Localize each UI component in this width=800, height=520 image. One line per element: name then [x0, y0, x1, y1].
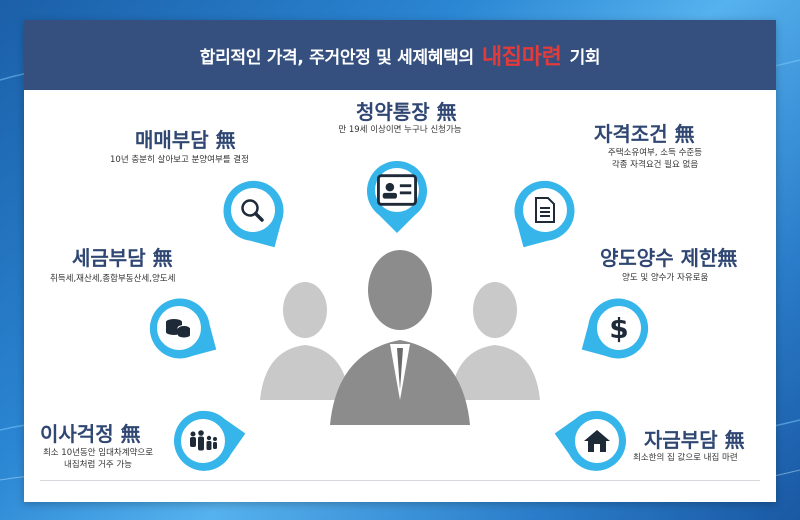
search-icon — [232, 190, 272, 230]
id-card-icon — [377, 170, 417, 210]
pin-transfer — [558, 267, 681, 390]
label-subscription: 청약통장 無 — [356, 100, 457, 124]
title-suffix: 기회 — [569, 47, 601, 68]
coins-icon — [158, 308, 198, 348]
desc-moving-2: 내집처럼 거주 가능 — [64, 460, 132, 470]
family-icon — [183, 421, 223, 461]
desc-qualification-1: 주택소유여부, 소득 수준등 — [607, 148, 703, 158]
label-tax: 세금부담 無 — [72, 246, 173, 270]
desc-funding: 최소한의 집 값으로 내집 마련 — [633, 453, 738, 463]
dollar-icon: $ — [609, 311, 629, 345]
label-funding: 자금부담 無 — [644, 428, 745, 452]
label-moving: 이사걱정 無 — [40, 422, 141, 446]
page-title: 합리적인 가격, 주거안정 및 세제혜택의 내집마련 기회 — [24, 20, 776, 90]
label-transfer: 양도양수 제한無 — [600, 246, 738, 270]
house-icon — [577, 421, 617, 461]
desc-transfer: 양도 및 양수가 자유로움 — [622, 273, 709, 283]
pin-subscription — [352, 145, 442, 235]
desc-subscription: 만 19세 이상이면 누구나 신청가능 — [338, 125, 462, 135]
desc-qualification-2: 각종 자격요건 필요 없음 — [611, 160, 699, 170]
pin-qualification — [484, 149, 607, 272]
title-highlight: 내집마련 — [481, 45, 562, 70]
desc-trade: 10년 충분히 살아보고 분양여부를 결정 — [110, 155, 249, 165]
label-qualification: 자격조건 無 — [594, 122, 695, 146]
document-icon — [525, 190, 565, 230]
people-illustration — [260, 250, 540, 425]
desc-moving-1: 최소 10년동안 임대차계약으로 — [42, 448, 154, 458]
label-trade: 매매부담 無 — [135, 128, 236, 152]
title-text: 합리적인 가격, 주거안정 및 세제혜택의 — [199, 47, 474, 68]
bottom-divider — [40, 480, 760, 481]
desc-tax: 취득세,재산세,종합부동산세,양도세 — [50, 274, 176, 284]
